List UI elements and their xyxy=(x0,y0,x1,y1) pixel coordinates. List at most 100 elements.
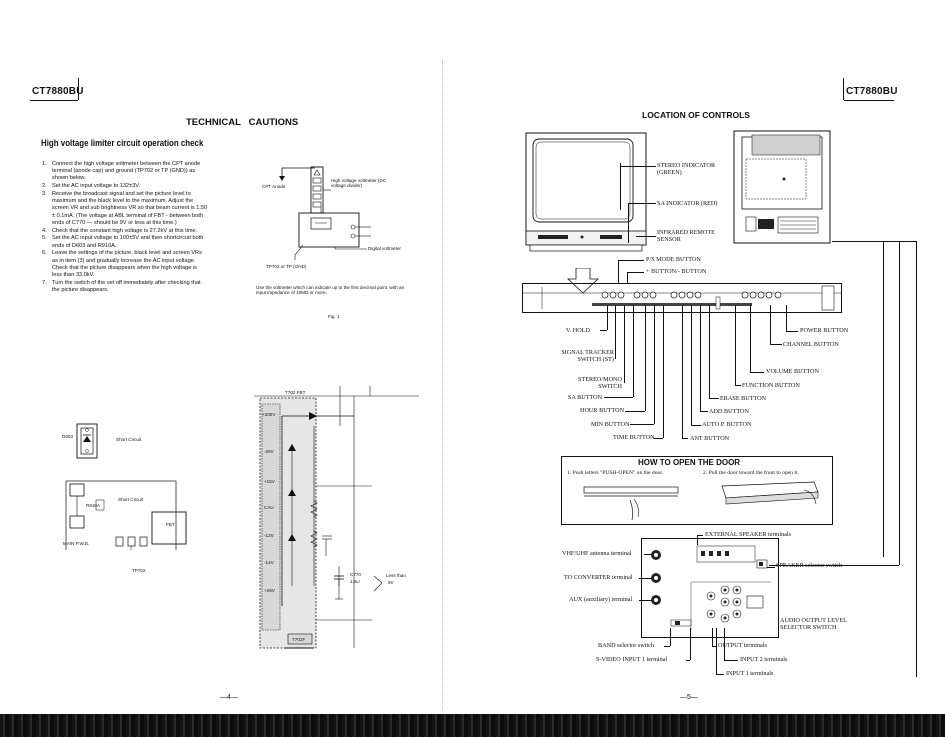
panel-callout-line xyxy=(654,438,663,439)
rear-callout-line xyxy=(716,628,717,674)
panel-callout-line xyxy=(691,425,701,426)
t702-fbt-label: T702 FBT xyxy=(285,390,306,395)
panel-callout-line xyxy=(633,305,634,397)
front-callout-line xyxy=(620,163,621,210)
tv-rear-drawing xyxy=(733,130,831,244)
add-button-callout: ADD BUTTON xyxy=(709,408,749,415)
fbt-schematic xyxy=(254,386,419,649)
step-item: 6.Leave the settings of the picture, bla… xyxy=(42,250,202,279)
left-model-rule xyxy=(30,100,78,101)
right-model-divider xyxy=(843,78,844,100)
rear-callout-line xyxy=(644,554,652,555)
door-title: HOW TO OPEN THE DOOR xyxy=(638,458,741,467)
rear-callout-line xyxy=(697,535,698,545)
short-circuit-label-2: Short Circuit xyxy=(118,497,144,502)
stereo-mono-callout: STEREO/MONO SWITCH xyxy=(577,376,622,390)
panel-callout-line xyxy=(607,305,608,330)
function-button-callout: FUNCTION BUTTON xyxy=(742,382,800,389)
short-circuit-diagram xyxy=(65,423,187,550)
door-step-1: 1. Push letters "PUSH-OPEN" on the door. xyxy=(567,470,664,476)
to-converter-callout: TO CONVERTER terminal xyxy=(564,574,633,581)
door-push-illustration xyxy=(583,486,679,521)
panel-callout-line xyxy=(624,305,625,383)
panel-callout-line xyxy=(600,330,607,331)
fig1-note: Use the voltmeter which can indicate up … xyxy=(256,285,405,296)
speaker-switch-callout: SPEAKER selector switch xyxy=(776,562,842,569)
fbt-voltage-4: CAU xyxy=(264,505,274,510)
panel-callout-line xyxy=(709,305,710,398)
sa-indicator-callout: SA INDICATOR (RED) xyxy=(657,200,718,207)
rear-callout-line xyxy=(724,660,738,661)
signal-tracker-callout: SIGNAL TRACKER SWITCH (ST) xyxy=(561,349,614,363)
rear-callout-line xyxy=(712,646,716,647)
panel-callout-line xyxy=(663,305,664,438)
svideo-input-callout: S-VIDEO INPUT 1 terminal xyxy=(596,656,668,663)
step-item: 1.Connect the high voltage voltmeter bet… xyxy=(42,161,201,182)
c770-value: 1.5U xyxy=(350,579,360,584)
panel-callout-line xyxy=(700,305,701,411)
panel-callout-line xyxy=(786,331,798,332)
panel-callout-line xyxy=(770,344,782,345)
rear-callout-line xyxy=(712,628,713,646)
left-model-divider xyxy=(78,78,79,100)
auto-p-button-callout: AUTO P. BUTTON xyxy=(702,421,752,428)
tv-front-drawing xyxy=(525,132,647,252)
rear-callout-line xyxy=(686,660,690,661)
rear-callout-line xyxy=(697,535,703,536)
door-instructions-box xyxy=(561,456,833,525)
fbt-label: FBT xyxy=(166,522,175,527)
time-button-callout: TIME BUTTON xyxy=(613,434,655,441)
r910a-label: R910A xyxy=(86,503,101,508)
front-panel-buttons xyxy=(522,285,842,311)
fbt-bottom-label: T702F xyxy=(292,637,306,642)
less-than-value: 9V xyxy=(388,580,394,585)
panel-callout-line xyxy=(750,305,751,372)
panel-callout-line xyxy=(625,411,645,412)
fbt-voltage-5: -12V xyxy=(264,533,274,538)
right-model-number: CT7880BU xyxy=(846,86,898,97)
tp-gnd-label: TP702 or TP (GND) xyxy=(266,264,307,269)
panel-callout-line xyxy=(691,305,692,425)
rear-connector-line xyxy=(832,241,916,242)
front-callout-line xyxy=(628,203,629,243)
step-item: 3.Receive the broadcast signal and set t… xyxy=(42,191,208,226)
less-than-label: Less than xyxy=(386,573,406,578)
tp702-label: TP702 xyxy=(132,568,146,573)
front-callout-line xyxy=(620,166,656,167)
scan-bottom-edge xyxy=(0,714,945,737)
rear-connector-line xyxy=(899,241,900,565)
ant-button-callout: ANT BUTTON xyxy=(690,435,730,442)
volume-button-callout: VOLUME BUTTON xyxy=(766,368,819,375)
panel-callout-line xyxy=(645,305,646,411)
right-page-number: —5— xyxy=(680,694,698,701)
short-circuit-label-1: Short Circuit xyxy=(116,437,142,442)
step-item: 7.Turn the switch of the set off immedia… xyxy=(42,279,201,294)
output-terminals-callout: OUTPUT terminals xyxy=(718,642,767,649)
front-callout-line xyxy=(628,203,656,204)
panel-callout-line xyxy=(700,411,708,412)
input2-callout: INPUT 2 terminals xyxy=(740,656,788,663)
min-button-callout: MIN BUTTON xyxy=(591,421,630,428)
cpt-anode-label: CPT Anode xyxy=(262,184,286,189)
panel-callout-line xyxy=(786,305,787,331)
step-item: 5.Set the AC input voltage to 100±5V and… xyxy=(42,235,204,249)
panel-callout-line xyxy=(735,385,741,386)
rear-terminal-jacks xyxy=(651,545,771,630)
fbt-voltage-7: +26V xyxy=(264,588,275,593)
plus-minus-callout: + BUTTON/- BUTTON xyxy=(646,268,707,275)
panel-callout-line xyxy=(735,305,736,385)
fig1-connection-diagram xyxy=(279,166,371,260)
fig1-caption: Fig. 1 xyxy=(328,314,340,319)
panel-callout-line xyxy=(618,260,619,283)
right-page-title: LOCATION OF CONTROLS xyxy=(642,110,750,120)
panel-callout-line xyxy=(750,372,764,373)
down-arrow-icon xyxy=(566,268,600,294)
panel-callout-line xyxy=(627,272,644,273)
d603-label: D603 xyxy=(62,434,73,439)
rear-connector-line xyxy=(916,241,917,677)
vhf-uhf-callout: VHF/UHF antenna terminal xyxy=(562,550,632,557)
audio-output-callout: AUDIO OUTPUT LEVEL SELECTOR SWITCH xyxy=(780,617,847,631)
c770-label: C770 xyxy=(350,572,361,577)
left-page-number: —4— xyxy=(220,694,238,701)
v-hold-callout: V. HOLD xyxy=(566,327,590,334)
